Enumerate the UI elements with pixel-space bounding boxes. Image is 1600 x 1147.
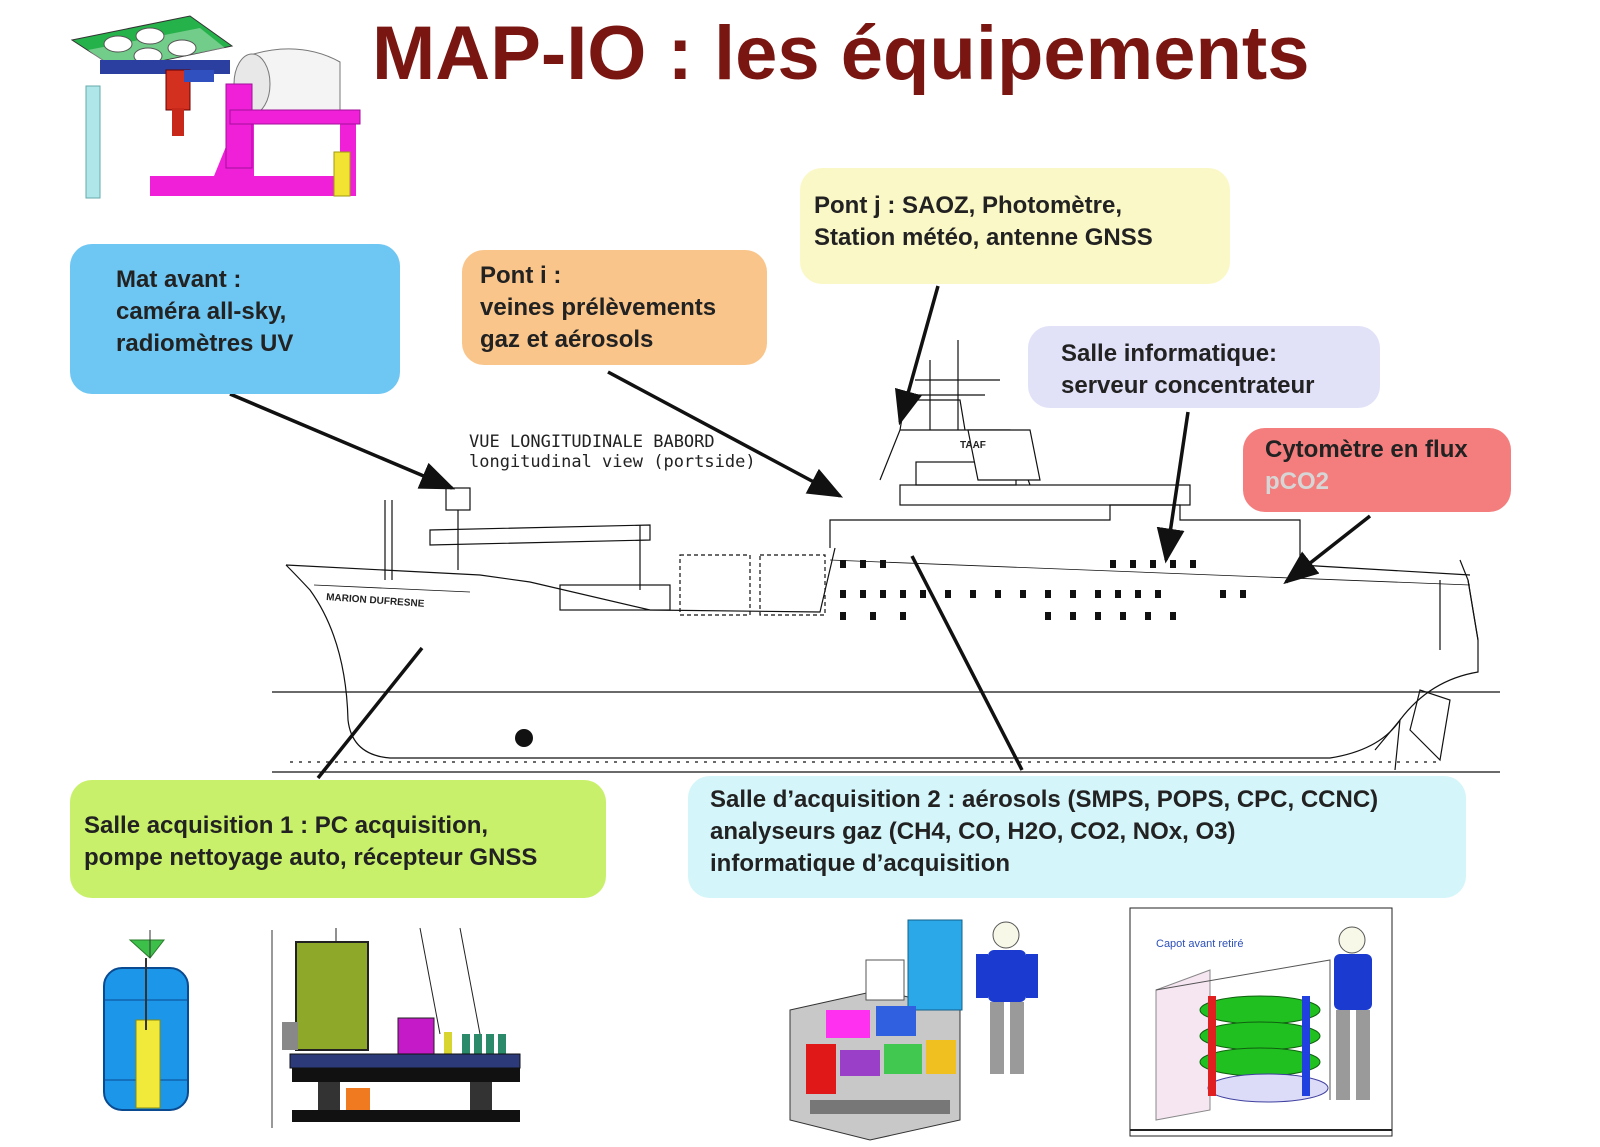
callout-line: radiomètres UV xyxy=(116,330,294,357)
callout-line: analyseurs gaz (CH4, CO, H2O, CO2, NOx, … xyxy=(710,818,1236,845)
callout-line: serveur concentrateur xyxy=(1061,372,1315,399)
callout-mat-avant: Mat avant : caméra all-sky, radiomètres … xyxy=(70,244,400,394)
funnel-label: TAAF xyxy=(960,440,986,451)
page-title: MAP-IO : les équipements xyxy=(372,11,1310,96)
callout-arrows xyxy=(229,285,1372,780)
callout-salle-acquisition-2: Salle d’acquisition 2 : aérosols (SMPS, … xyxy=(688,776,1466,898)
callout-line: informatique d’acquisition xyxy=(710,850,1011,877)
callout-line: veines prélèvements xyxy=(480,294,717,321)
callout-line: pCO2 xyxy=(1265,468,1330,495)
callout-line: Pont j : SAOZ, Photomètre, xyxy=(814,192,1123,219)
callout-salle-informatique: Salle informatique: serveur concentrateu… xyxy=(1028,326,1380,408)
caption-line: VUE LONGITUDINALE BABORD xyxy=(469,432,715,452)
acquisition-rack-render xyxy=(271,927,521,1128)
callout-line: Salle acquisition 1 : PC acquisition, xyxy=(84,812,489,839)
callout-line: caméra all-sky, xyxy=(116,298,287,325)
mast-instrument-render xyxy=(70,15,361,199)
callout-line: Mat avant : xyxy=(116,266,242,293)
sampling-drum-render xyxy=(103,930,189,1111)
callout-line: Cytomètre en flux xyxy=(1265,436,1468,463)
aerosol-rack-render xyxy=(789,919,1038,1141)
callout-line: Station météo, antenne GNSS xyxy=(814,224,1153,251)
callout-line: gaz et aérosols xyxy=(480,326,654,353)
caption-line: longitudinal view (portside) xyxy=(469,452,756,472)
callout-line: Salle d’acquisition 2 : aérosols (SMPS, … xyxy=(710,786,1379,813)
callout-line: Salle informatique: xyxy=(1061,340,1278,367)
ship-hull-name: MARION DUFRESNE xyxy=(326,592,425,610)
callout-line: Pont i : xyxy=(480,262,562,289)
callout-line: pompe nettoyage auto, récepteur GNSS xyxy=(84,844,538,871)
gas-analyser-render xyxy=(1129,907,1393,1137)
ship-outline xyxy=(272,340,1500,773)
ship-windows xyxy=(515,560,1246,747)
ship-view-caption: VUE LONGITUDINALE BABORD longitudinal vi… xyxy=(469,432,756,472)
callout-salle-acquisition-1: Salle acquisition 1 : PC acquisition, po… xyxy=(70,780,606,898)
callout-pont-i: Pont i : veines prélèvements gaz et aéro… xyxy=(462,250,767,365)
capot-label: Capot avant retiré xyxy=(1156,938,1244,950)
callout-cytometre: Cytomètre en flux pCO2 xyxy=(1243,428,1511,512)
callout-pont-j: Pont j : SAOZ, Photomètre, Station météo… xyxy=(800,168,1230,284)
